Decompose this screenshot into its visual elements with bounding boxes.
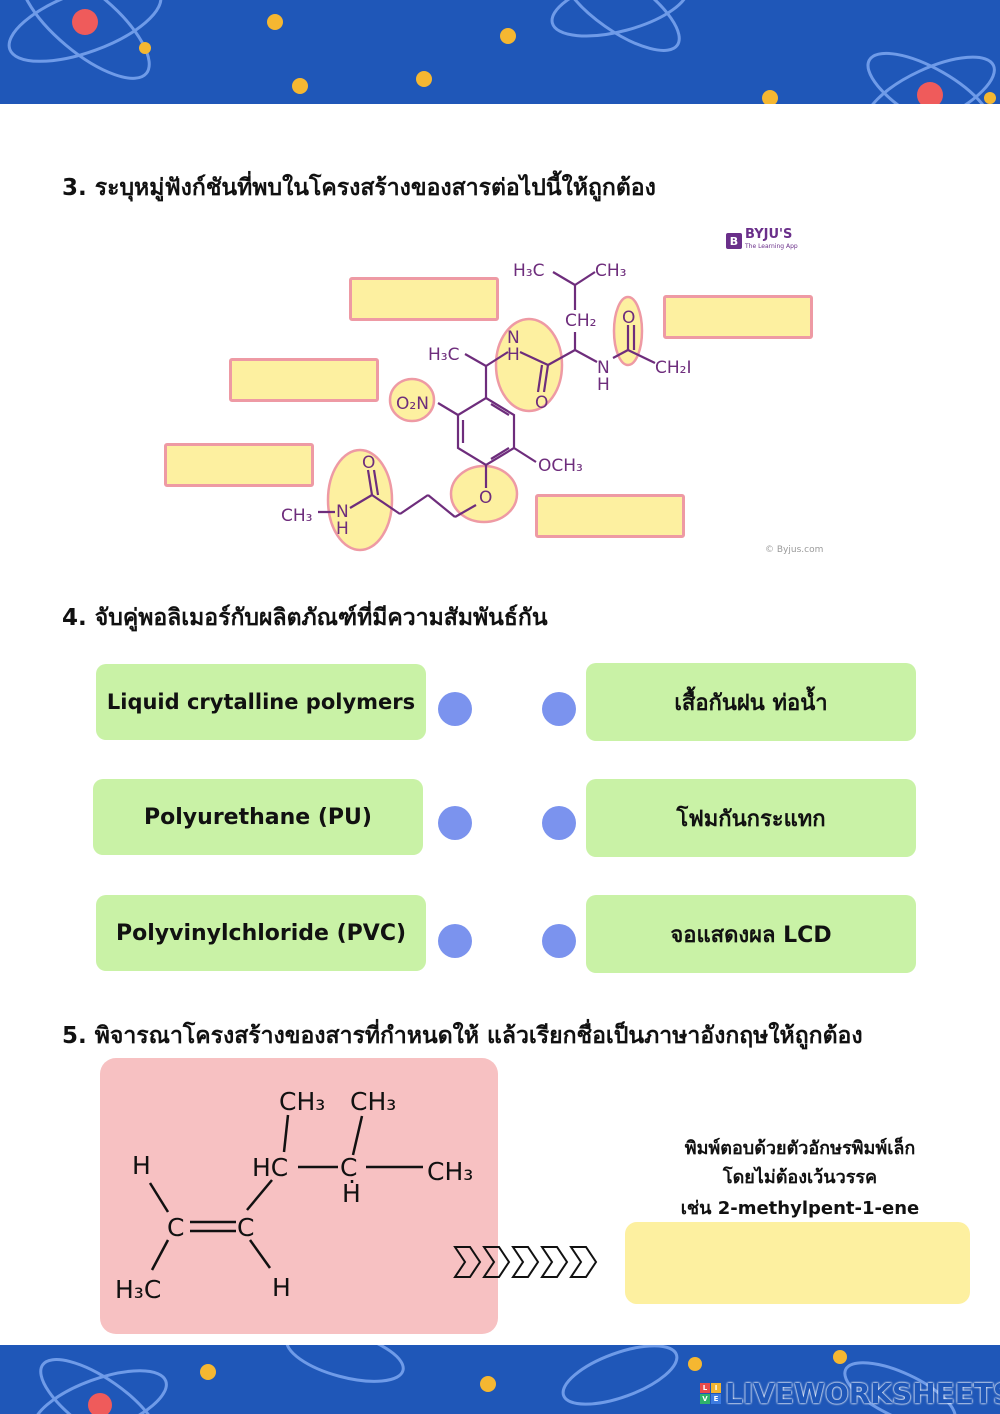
product-item-foam: โฟมกันกระแทก bbox=[586, 779, 916, 857]
hint-line-3: เช่น 2-methylpent-1-ene bbox=[680, 1198, 920, 1219]
iupac-name-answer-input[interactable] bbox=[625, 1222, 970, 1304]
question-4-title: 4. จับคู่พอลิเมอร์กับผลิตภัณฑ์ที่มีความส… bbox=[62, 605, 548, 631]
label-h3c-a: H₃C bbox=[513, 261, 544, 281]
hint-line-2: โดยไม่ต้องเว้นวรรค bbox=[722, 1167, 878, 1188]
functional-group-answer-1[interactable] bbox=[349, 277, 499, 321]
byjus-logo-text: BYJU'S bbox=[745, 227, 793, 242]
footer-banner bbox=[0, 1345, 1000, 1414]
label-h-amide: H bbox=[507, 345, 520, 365]
functional-group-answer-5[interactable] bbox=[535, 494, 685, 538]
image-credit: © Byjus.com bbox=[765, 545, 824, 555]
functional-group-answer-4[interactable] bbox=[164, 443, 314, 487]
match-dot-left-1[interactable] bbox=[438, 692, 472, 726]
label-o-ether: O bbox=[479, 488, 492, 508]
amide-highlight-left bbox=[326, 448, 394, 552]
match-dot-left-2[interactable] bbox=[438, 806, 472, 840]
liveworksheets-watermark: L I V E LIVEWORKSHEETS bbox=[700, 1377, 1000, 1410]
match-dot-left-3[interactable] bbox=[438, 924, 472, 958]
functional-group-answer-2[interactable] bbox=[663, 295, 813, 339]
atom-pattern-icon bbox=[32, 1345, 957, 1414]
label-och3: OCH₃ bbox=[538, 456, 583, 476]
ether-highlight bbox=[449, 464, 519, 524]
match-dot-right-3[interactable] bbox=[542, 924, 576, 958]
label-ch3-a: CH₃ bbox=[595, 261, 626, 281]
hint-line-1: พิมพ์ตอบด้วยตัวอักษรพิมพ์เล็ก bbox=[684, 1138, 916, 1159]
product-item-lcd: จอแสดงผล LCD bbox=[586, 895, 916, 973]
label-ch3-n: CH₃ bbox=[281, 506, 312, 526]
amide-highlight-center bbox=[494, 317, 564, 413]
product-item-raincoat: เสื้อกันฝน ท่อน้ำ bbox=[586, 663, 916, 741]
label-n-right: N bbox=[597, 358, 610, 378]
header-banner bbox=[0, 0, 1000, 104]
liveworksheets-brand-text: LIVEWORKSHEETS bbox=[725, 1377, 1000, 1410]
polymer-item-pu: Polyurethane (PU) bbox=[93, 779, 423, 855]
structure-card bbox=[100, 1058, 498, 1334]
label-h3c-b: H₃C bbox=[428, 345, 459, 365]
label-o-left: O bbox=[362, 453, 375, 473]
label-ch2: CH₂ bbox=[565, 311, 596, 331]
nitro-highlight bbox=[388, 377, 436, 423]
byjus-logo-icon: B bbox=[726, 233, 742, 249]
label-ch2i: CH₂I bbox=[655, 358, 691, 378]
functional-group-answer-3[interactable] bbox=[229, 358, 379, 402]
label-h-left: H bbox=[336, 519, 349, 539]
molecule-diagram: H₃C CH₃ CH₂ O N H N H CH₂I H₃C O O₂N OCH… bbox=[281, 261, 691, 552]
label-n-left: N bbox=[336, 502, 349, 522]
label-o-top: O bbox=[622, 308, 635, 328]
label-n-amide: N bbox=[507, 328, 520, 348]
label-o2n: O₂N bbox=[396, 394, 429, 414]
match-dot-right-1[interactable] bbox=[542, 692, 576, 726]
question-5-title: 5. พิจารณาโครงสร้างของสารที่กำหนดให้ แล้… bbox=[62, 1023, 863, 1049]
label-h-right: H bbox=[597, 375, 610, 395]
byjus-logo-tagline: The Learning App bbox=[745, 243, 798, 250]
liveworksheets-logo-icon: L I V E bbox=[700, 1383, 721, 1404]
question-3-title: 3. ระบุหมู่ฟังก์ชันที่พบในโครงสร้างของสา… bbox=[62, 175, 656, 201]
atom-pattern-icon bbox=[7, 0, 996, 104]
label-o-amide: O bbox=[535, 393, 548, 413]
match-dot-right-2[interactable] bbox=[542, 806, 576, 840]
polymer-item-lcp: Liquid crytalline polymers bbox=[96, 664, 426, 740]
polymer-item-pvc: Polyvinylchloride (PVC) bbox=[96, 895, 426, 971]
